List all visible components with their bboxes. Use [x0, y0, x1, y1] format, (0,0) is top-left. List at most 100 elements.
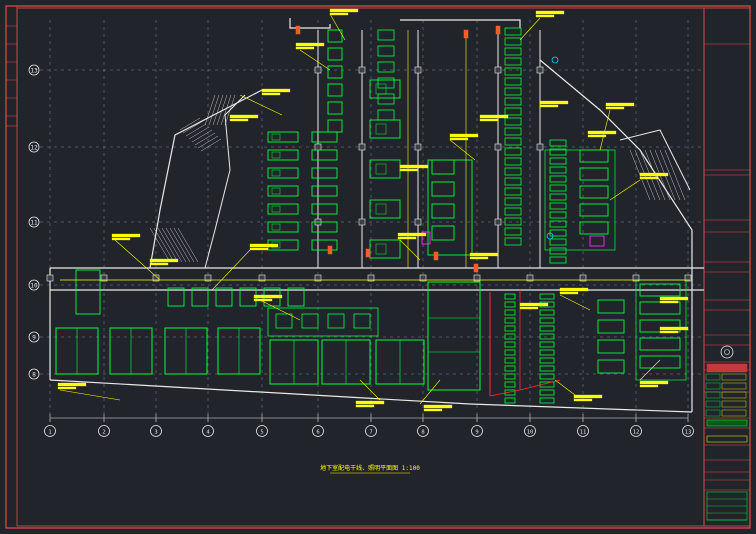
column-axis-label: 9 — [475, 430, 478, 436]
structural-column — [152, 274, 160, 282]
ups-device — [421, 231, 431, 245]
column-axis-bubble — [202, 425, 214, 437]
riser-breaker — [549, 175, 567, 183]
panel-breaker — [271, 169, 281, 177]
switchboard-cabinet — [431, 225, 455, 241]
annotation-text-bar — [57, 386, 77, 390]
title-block-green-cell — [705, 409, 721, 417]
annotation-text-bar — [111, 233, 141, 238]
annotation-text-bar — [659, 300, 679, 304]
generator-unit — [327, 313, 345, 329]
column-axis-bubble — [44, 425, 56, 437]
switchboard-cabinet — [431, 159, 455, 175]
north-wall — [289, 18, 331, 29]
northeast-stair-wall — [619, 129, 691, 191]
annotation-leader — [599, 109, 611, 151]
riser-panel — [327, 29, 343, 43]
annotation-leader — [259, 299, 301, 321]
column-axis-bubble — [577, 425, 589, 437]
annotation-text-bar — [397, 232, 427, 237]
sensor-icon — [551, 56, 559, 64]
annotation-leader — [211, 249, 251, 291]
riser-panel — [377, 29, 395, 41]
annotation-leader — [59, 389, 121, 401]
switchboard-door — [375, 123, 387, 135]
annotation-text-bar — [449, 133, 479, 138]
drawing-frame — [16, 7, 705, 527]
row-axis-bubble — [28, 141, 40, 153]
riser-breaker — [539, 293, 555, 300]
riser-breaker — [549, 157, 567, 165]
riser-breaker — [504, 357, 516, 364]
column-axis-label: 13 — [685, 430, 692, 436]
fire-panel-marker — [473, 263, 479, 273]
riser-breaker — [504, 365, 516, 372]
riser-panel — [327, 119, 343, 133]
riser-breaker — [504, 167, 522, 176]
panel-breaker — [271, 223, 281, 231]
panel-breaker — [271, 133, 281, 141]
riser-breaker — [504, 207, 522, 216]
north-wall — [400, 19, 521, 28]
title-block-yellow-cell — [721, 409, 747, 417]
transformer-hall — [427, 281, 481, 391]
annotation-leader — [329, 13, 346, 41]
structural-column — [494, 66, 502, 74]
title-block-yellow-cell — [721, 391, 747, 399]
riser-breaker — [504, 187, 522, 196]
switchboard-door — [375, 203, 387, 215]
riser-breaker — [539, 373, 555, 380]
title-block-stamp — [706, 435, 748, 443]
annotation-text-bar — [295, 46, 315, 50]
distribution-panel — [579, 221, 609, 235]
structural-column — [100, 274, 108, 282]
row-axis-bubble — [28, 331, 40, 343]
annotation-text-bar — [261, 92, 281, 96]
distribution-panel — [239, 287, 257, 307]
annotation-text-bar — [149, 258, 179, 263]
stair-tread — [149, 227, 171, 263]
annotation-text-bar — [559, 291, 579, 295]
riser-breaker — [539, 333, 555, 340]
title-block-yellow-cell — [721, 373, 747, 381]
riser-breaker — [504, 301, 516, 308]
panel-breaker — [271, 187, 281, 195]
generator-unit — [353, 313, 371, 329]
annotation-text-bar — [519, 302, 549, 307]
structural-column — [314, 274, 322, 282]
annotation-text-bar — [355, 404, 375, 408]
riser-panel — [377, 77, 395, 89]
annotation-leader — [239, 94, 283, 116]
south-wall-west — [49, 379, 471, 405]
riser-breaker — [549, 247, 567, 255]
riser-breaker — [504, 397, 516, 404]
switchboard-cabinet — [639, 355, 681, 369]
column-axis-bubble — [524, 425, 536, 437]
distribution-panel — [311, 203, 338, 215]
column-axis-label: 5 — [260, 430, 263, 436]
annotation-text-bar — [605, 102, 635, 107]
structural-column — [46, 274, 54, 282]
stair-tread — [179, 117, 201, 131]
distribution-panel — [267, 167, 299, 179]
switchboard-cabinet — [431, 203, 455, 219]
stair-tread — [664, 149, 686, 201]
annotation-text-bar — [639, 172, 669, 177]
column-axis-label: 7 — [369, 430, 372, 436]
fire-panel-marker — [433, 251, 439, 261]
riser-breaker — [504, 237, 522, 246]
stair-tread — [169, 227, 191, 263]
stair-tread — [185, 123, 207, 137]
column-axis-bubble — [150, 425, 162, 437]
riser-breaker — [504, 317, 516, 324]
column-axis-bubble — [312, 425, 324, 437]
cable-tray-red — [489, 379, 561, 397]
structural-column — [358, 218, 366, 226]
fire-panel-marker — [365, 248, 371, 258]
annotation-text-bar — [659, 330, 679, 334]
distribution-panel — [311, 185, 338, 197]
row-axis-bubble — [28, 368, 40, 380]
distribution-panel — [311, 167, 338, 179]
column-axis-bubble — [256, 425, 268, 437]
structural-column — [258, 274, 266, 282]
